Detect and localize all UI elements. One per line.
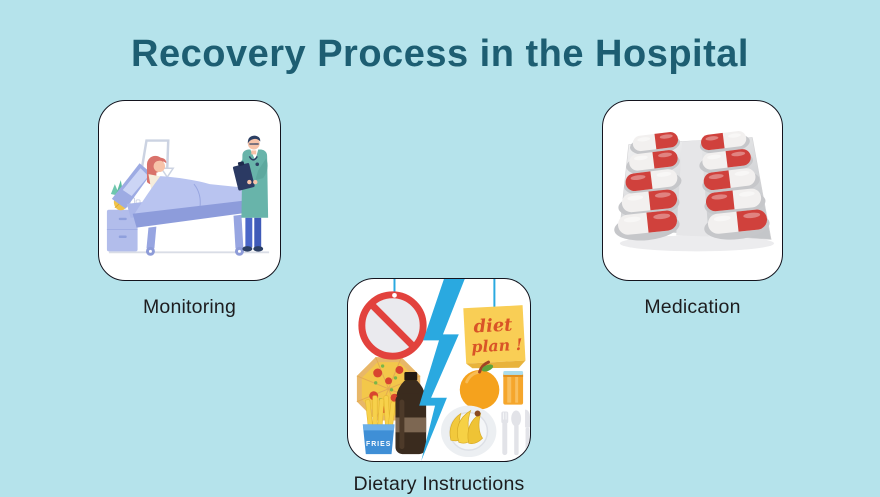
dietary-instructions-label: Dietary Instructions	[353, 473, 525, 495]
hospital-bed-monitoring-illustration	[106, 135, 270, 256]
lightning-bolt-icon	[419, 279, 465, 461]
utensils-icon	[501, 409, 530, 456]
prohibition-icon	[358, 291, 427, 360]
monitoring-label: Monitoring	[142, 296, 237, 318]
diet-collage-illustration: FRIES diet plan !	[356, 279, 530, 461]
dietary-instructions-card: FRIES diet plan !	[347, 278, 531, 462]
overhead-lamp-icon	[139, 139, 175, 179]
monitoring-card	[98, 100, 281, 281]
diet-note-line1: diet	[473, 314, 514, 337]
bananas-on-plate-icon	[440, 405, 497, 458]
orange-juice-glass-icon	[503, 370, 524, 405]
orange-icon	[459, 360, 500, 410]
page-title: Recovery Process in the Hospital	[131, 33, 749, 75]
medication-card	[602, 100, 783, 281]
pack-shadow	[619, 235, 775, 252]
fries-box-label: FRIES	[366, 441, 391, 448]
medication-label: Medication	[644, 296, 741, 318]
fries-icon: FRIES	[362, 395, 396, 455]
diet-note-line2: plan !	[471, 335, 523, 357]
diet-plan-note: diet plan !	[463, 305, 526, 369]
bed-blanket-and-frame	[132, 176, 255, 256]
soda-bottle-icon	[395, 371, 427, 455]
doctor	[232, 135, 269, 252]
blister-pack-illustration	[612, 129, 775, 252]
nightstand	[106, 209, 138, 252]
